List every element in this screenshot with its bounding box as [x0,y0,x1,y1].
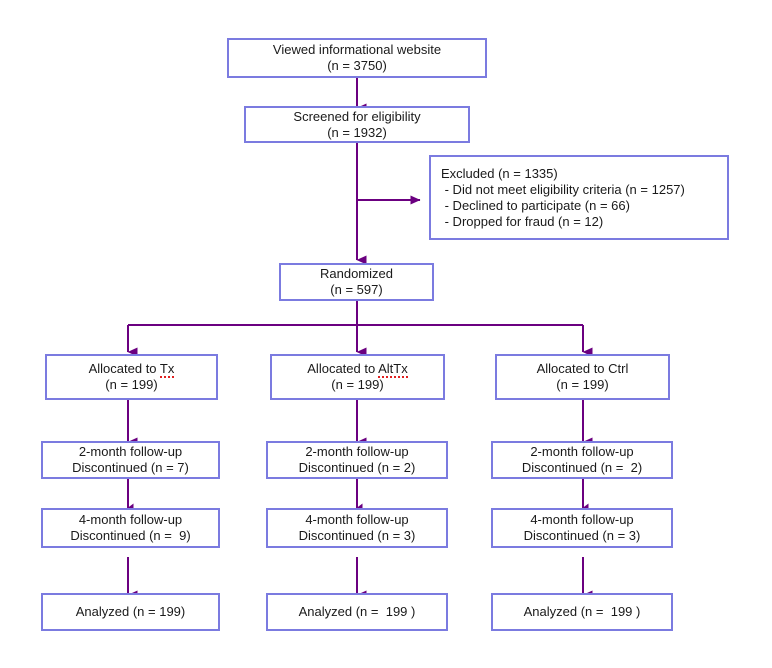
randomized-count: (n = 597) [330,282,383,297]
allocated-alttx-count: (n = 199) [331,377,384,392]
four-month-followup-alttx-box: 4-month follow-up Discontinued (n = 3) [266,508,448,548]
allocated-ctrl-box: Allocated to Ctrl (n = 199) [495,354,670,400]
allocated-tx-line1: Allocated to Tx [88,361,175,378]
viewed-website-line1: Viewed informational website [272,42,442,57]
screened-line1: Screened for eligibility [293,108,421,124]
allocated-ctrl-count: (n = 199) [556,377,609,392]
screened-for-eligibility-box: Screened for eligibility (n = 1932) [244,106,470,143]
allocated-tx-term: Tx [159,361,175,378]
allocated-alttx-term: AltTx [378,361,408,378]
allocated-alttx-box: Allocated to AltTx (n = 199) [270,354,445,400]
viewed-website-box: Viewed informational website (n = 3750) [227,38,487,78]
fu2-tx-line1: 2-month follow-up [78,444,183,459]
four-month-followup-ctrl-box: 4-month follow-up Discontinued (n = 3) [491,508,673,548]
allocated-tx-prefix: Allocated to [88,361,160,376]
analyzed-alttx-label: Analyzed (n = 199 ) [298,604,416,619]
excluded-reason-declined: - Declined to participate (n = 66) [441,197,630,213]
allocated-alttx-line1: Allocated to AltTx [307,361,408,378]
fu4-ctrl-line1: 4-month follow-up [530,512,634,527]
fu2-ctrl-discontinued: Discontinued (n = 2) [521,460,643,475]
allocated-tx-box: Allocated to Tx (n = 199) [45,354,218,400]
analyzed-ctrl-box: Analyzed (n = 199 ) [491,593,673,631]
analyzed-ctrl-label: Analyzed (n = 199 ) [523,604,641,619]
viewed-website-count: (n = 3750) [327,58,387,73]
two-month-followup-ctrl-box: 2-month follow-up Discontinued (n = 2) [491,441,673,479]
randomized-label: Randomized [320,266,393,281]
screened-count: (n = 1932) [327,124,387,140]
fu4-alttx-discontinued: Discontinued (n = 3) [298,528,416,543]
excluded-reason-criteria: - Did not meet eligibility criteria (n =… [441,181,685,197]
randomized-box: Randomized (n = 597) [279,263,434,301]
analyzed-tx-box: Analyzed (n = 199) [41,593,220,631]
fu4-tx-line1: 4-month follow-up [78,512,183,527]
fu4-tx-discontinued: Discontinued (n = 9) [70,528,191,543]
analyzed-alttx-box: Analyzed (n = 199 ) [266,593,448,631]
allocated-tx-count: (n = 199) [105,377,158,392]
fu2-ctrl-line1: 2-month follow-up [530,444,634,459]
fu4-ctrl-discontinued: Discontinued (n = 3) [523,528,641,543]
two-month-followup-tx-box: 2-month follow-up Discontinued (n = 7) [41,441,220,479]
fu2-alttx-discontinued: Discontinued (n = 2) [298,460,416,475]
fu4-alttx-line1: 4-month follow-up [305,512,409,527]
allocated-ctrl-line1: Allocated to Ctrl [536,361,629,376]
excluded-box: Excluded (n = 1335) - Did not meet eligi… [429,155,729,240]
excluded-reason-fraud: - Dropped for fraud (n = 12) [441,213,604,229]
excluded-total: Excluded (n = 1335) [441,165,558,181]
fu2-alttx-line1: 2-month follow-up [305,444,409,459]
allocated-alttx-prefix: Allocated to [307,361,379,376]
fu2-tx-discontinued: Discontinued (n = 7) [72,460,189,475]
two-month-followup-alttx-box: 2-month follow-up Discontinued (n = 2) [266,441,448,479]
four-month-followup-tx-box: 4-month follow-up Discontinued (n = 9) [41,508,220,548]
analyzed-tx-label: Analyzed (n = 199) [75,604,186,619]
